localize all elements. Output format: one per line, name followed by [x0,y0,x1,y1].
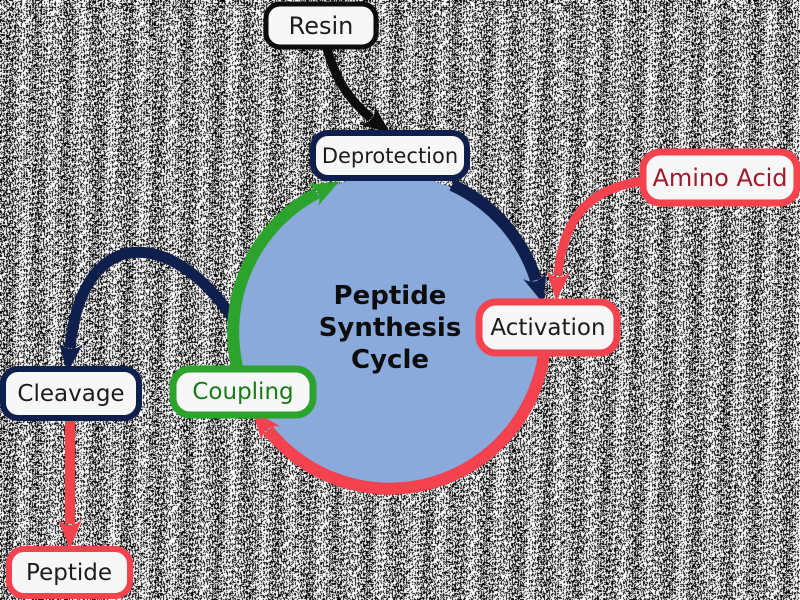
edge-deprotection-to-activation [449,179,546,304]
node-deprotection-box [310,130,470,181]
node-amino-acid: Amino Acid [639,148,800,207]
edge-activation-to-coupling [252,345,551,495]
cycle-title-line2: Synthesis [319,313,462,343]
node-cleavage-box [0,366,142,421]
node-activation-label: Activation [490,315,605,341]
edge-resin-to-deprotection [320,40,391,134]
node-cleavage: Cleavage [0,366,142,421]
node-resin: Resin [263,1,379,50]
node-amino-acid-box [639,148,800,207]
edge-aminoacid-to-activation [546,175,653,301]
node-resin-label: Resin [289,12,354,40]
node-peptide: Peptide [6,546,133,599]
node-coupling-label: Coupling [192,379,293,405]
node-peptide-label: Peptide [26,560,112,586]
node-amino-acid-label: Amino Acid [652,164,787,192]
node-activation: Activation [475,298,621,357]
cycle-title-line1: Peptide [334,281,447,311]
node-activation-box [475,298,621,357]
node-coupling-box [169,365,317,419]
node-deprotection-label: Deprotection [322,144,458,168]
node-peptide-box [6,546,133,599]
cycle-title-line3: Cycle [351,345,429,375]
node-cleavage-label: Cleavage [17,381,124,407]
node-resin-box [263,1,379,50]
node-coupling: Coupling [169,365,317,419]
node-deprotection: Deprotection [310,130,470,181]
